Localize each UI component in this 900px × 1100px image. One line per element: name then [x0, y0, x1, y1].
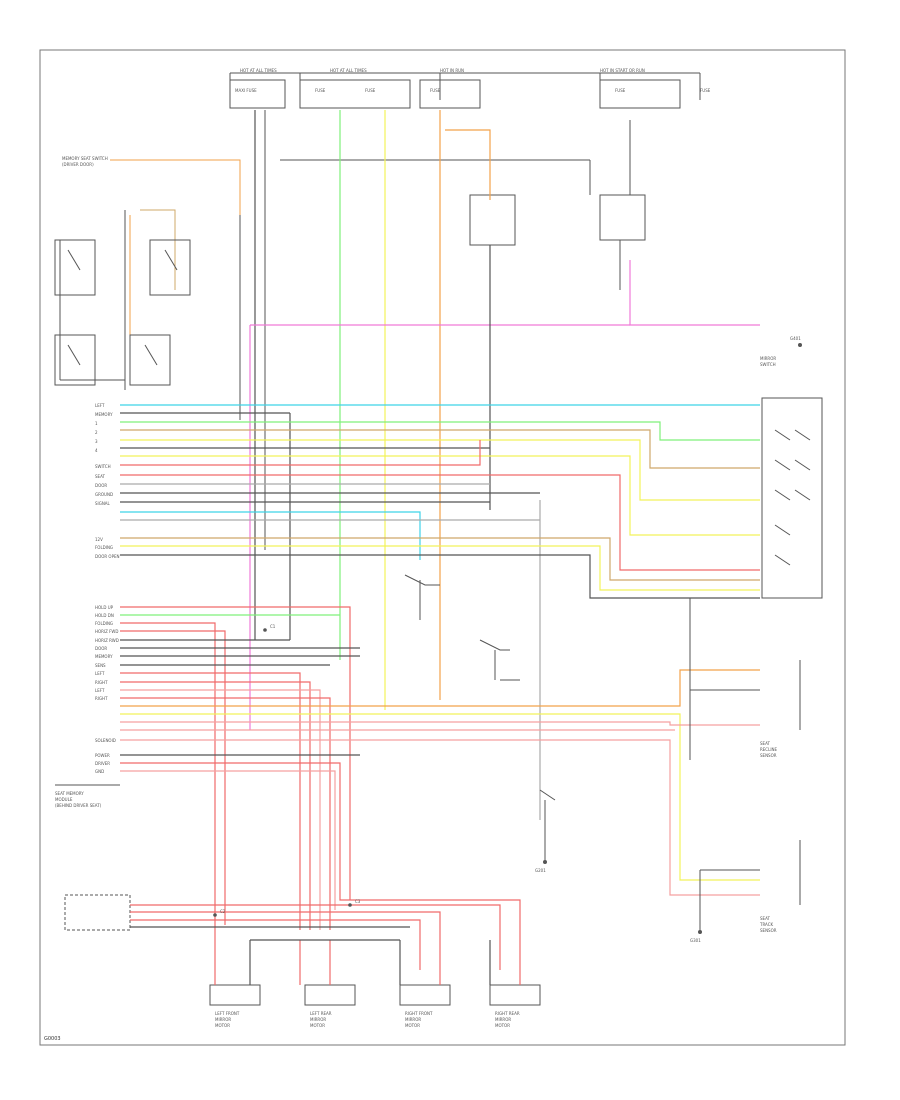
pin-lower-14: DRIVER [95, 761, 110, 766]
ground-label-2: G301 [690, 938, 701, 943]
top-label-10: FUSE [700, 88, 711, 93]
center-lower-sensor [539, 789, 556, 860]
top-label-1: HOT AT ALL TIMES [240, 68, 277, 73]
pin-lower-5: DOOR [95, 646, 107, 651]
pin-lower-10: LEFT [95, 688, 105, 693]
motor-3-label-a: RIGHT FRONT [405, 1011, 433, 1016]
sensor-label-2c: SENSOR [760, 928, 777, 933]
memory-switch-caption-1: MEMORY SEAT SWITCH [62, 156, 108, 161]
mirror-switch-caption-1: MIRROR [760, 356, 776, 361]
module-caption-3: (BEHIND DRIVER SEAT) [55, 803, 102, 808]
splice-label-3: C3 [355, 899, 361, 904]
top-label-9: FUSE [615, 88, 626, 93]
pin-upper-10: SIGNAL [95, 501, 111, 506]
pin-upper-11: 12V [95, 537, 103, 542]
pin-lower-2: FOLDING [95, 621, 113, 626]
pin-lower-13: POWER [95, 753, 110, 758]
top-label-5: MAXI FUSE [235, 88, 257, 93]
right-sensors [689, 598, 801, 930]
pin-lower-9: RIGHT [95, 680, 108, 685]
memory-switch-caption-2: (DRIVER DOOR) [62, 162, 94, 167]
pin-upper-0: LEFT [95, 403, 105, 408]
top-label-4: HOT IN START OR RUN [600, 68, 645, 73]
pin-lower-6: MEMORY [95, 654, 113, 659]
module-pins-upper: LEFT MEMORY 1 2 3 4 SWITCH SEAT DOOR GRO… [95, 403, 120, 559]
pin-lower-15: GND [95, 769, 104, 774]
pin-upper-1: MEMORY [95, 412, 113, 417]
motor-4-label-c: MOTOR [495, 1023, 510, 1028]
motor-1-label-a: LEFT FRONT [215, 1011, 240, 1016]
top-label-6: FUSE [315, 88, 326, 93]
splices [213, 628, 352, 917]
motor-2-label-c: MOTOR [310, 1023, 325, 1028]
motor-feed-wires [214, 939, 521, 985]
motor-4-label-a: RIGHT REAR [495, 1011, 520, 1016]
pin-lower-3: HORIZ FWD [95, 629, 118, 634]
pin-upper-13: DOOR OPEN [95, 554, 120, 559]
sensor-label-1a: SEAT [760, 741, 770, 746]
diagram-border [39, 49, 846, 1046]
top-labels: HOT AT ALL TIMES HOT AT ALL TIMES HOT IN… [235, 68, 711, 93]
memory-seat-switch [54, 159, 241, 420]
motor-1-label-c: MOTOR [215, 1023, 230, 1028]
mirror-switch-caption-2: SWITCH [760, 362, 776, 367]
pin-lower-7: SENS [95, 663, 106, 668]
lower-harness [120, 606, 760, 970]
bottom-switch-wires [130, 904, 501, 970]
pin-lower-11: RIGHT [95, 696, 108, 701]
bottom-switch-box [64, 894, 131, 931]
ground-symbols [543, 343, 802, 934]
motor-labels: LEFT FRONT MIRROR MOTOR LEFT REAR MIRROR… [215, 1011, 520, 1028]
pin-upper-12: FOLDING [95, 545, 113, 550]
sensor-label-1b: RECLINE [760, 747, 778, 752]
pin-upper-6: SWITCH [95, 464, 111, 469]
ground-label-1: G201 [535, 868, 546, 873]
pin-upper-2: 1 [95, 421, 98, 426]
top-label-8: FUSE [430, 88, 441, 93]
middle-sensors [404, 574, 520, 681]
motor-3-label-b: MIRROR [405, 1017, 421, 1022]
sensor-label-2a: SEAT [760, 916, 770, 921]
pin-upper-4: 3 [95, 439, 98, 444]
sensor-label-1c: SENSOR [760, 753, 777, 758]
pin-upper-9: GROUND [95, 492, 113, 497]
splice-label-2: C2 [220, 909, 226, 914]
motor-3-label-c: MOTOR [405, 1023, 420, 1028]
pin-upper-7: SEAT [95, 474, 105, 479]
motors [209, 984, 541, 1006]
pin-lower-1: HOLD DN [95, 613, 114, 618]
pin-upper-5: 4 [95, 448, 98, 453]
top-label-7: FUSE [365, 88, 376, 93]
motor-2-label-a: LEFT REAR [310, 1011, 332, 1016]
motor-2-label-b: MIRROR [310, 1017, 326, 1022]
sensor-label-2b: TRACK [759, 922, 774, 927]
motor-4-label-b: MIRROR [495, 1017, 511, 1022]
pin-upper-8: DOOR [95, 483, 107, 488]
ground-label-3: G401 [790, 336, 801, 341]
module-caption-1: SEAT MEMORY [55, 791, 84, 796]
motor-1-label-b: MIRROR [215, 1017, 231, 1022]
pin-lower-4: HORIZ RWD [95, 638, 119, 643]
right-switch-block [761, 397, 823, 599]
diagram-stamp: G0003 [44, 1036, 61, 1042]
top-label-2: HOT AT ALL TIMES [330, 68, 367, 73]
pin-upper-3: 2 [95, 430, 98, 435]
pin-lower-12: SOLENOID [95, 738, 116, 743]
pin-lower-8: LEFT [95, 671, 105, 676]
module-pins-lower: HOLD UP HOLD DN FOLDING HORIZ FWD HORIZ … [95, 605, 119, 774]
pin-lower-0: HOLD UP [95, 605, 114, 610]
upper-harness [120, 404, 760, 640]
module-caption-2: MODULE [55, 797, 73, 802]
power-bus [229, 72, 701, 550]
top-label-3: HOT IN RUN [440, 68, 464, 73]
splice-label-1: C1 [270, 624, 276, 629]
